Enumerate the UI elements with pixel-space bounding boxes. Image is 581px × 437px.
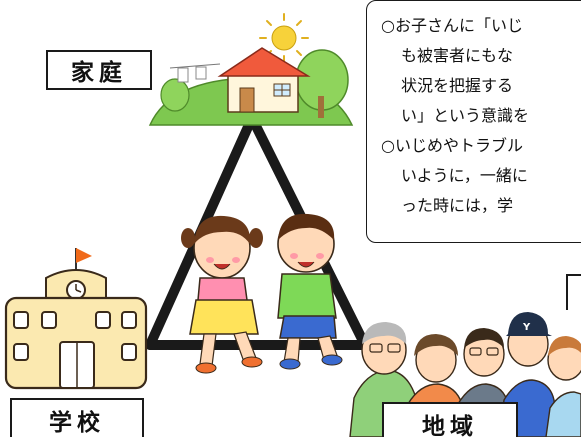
svg-text:Y: Y (522, 322, 531, 333)
home-label: 家庭 (46, 50, 152, 90)
note-line-2: も被害者にもな (401, 46, 514, 65)
note-line-5: ○いじめやトラブル (381, 136, 523, 155)
school-label: 学校 (10, 398, 144, 437)
note-line-1: ○お子さんに「いじ (381, 16, 523, 35)
guidance-note-box: ○お子さんに「いじ も被害者にもな 状況を把握する い」という意識を ○いじめや… (366, 0, 581, 243)
region-note-box-corner (566, 274, 581, 310)
children-icon (181, 213, 343, 374)
note-line-3: 状況を把握する (401, 76, 514, 95)
note-line-4: い」という意識を (401, 106, 530, 125)
note-line-7: った時には，学 (401, 196, 514, 215)
region-label: 地域 (382, 402, 518, 437)
note-line-6: いように，一緒に (401, 166, 528, 185)
house-icon (148, 47, 354, 126)
school-building-icon (4, 248, 148, 390)
